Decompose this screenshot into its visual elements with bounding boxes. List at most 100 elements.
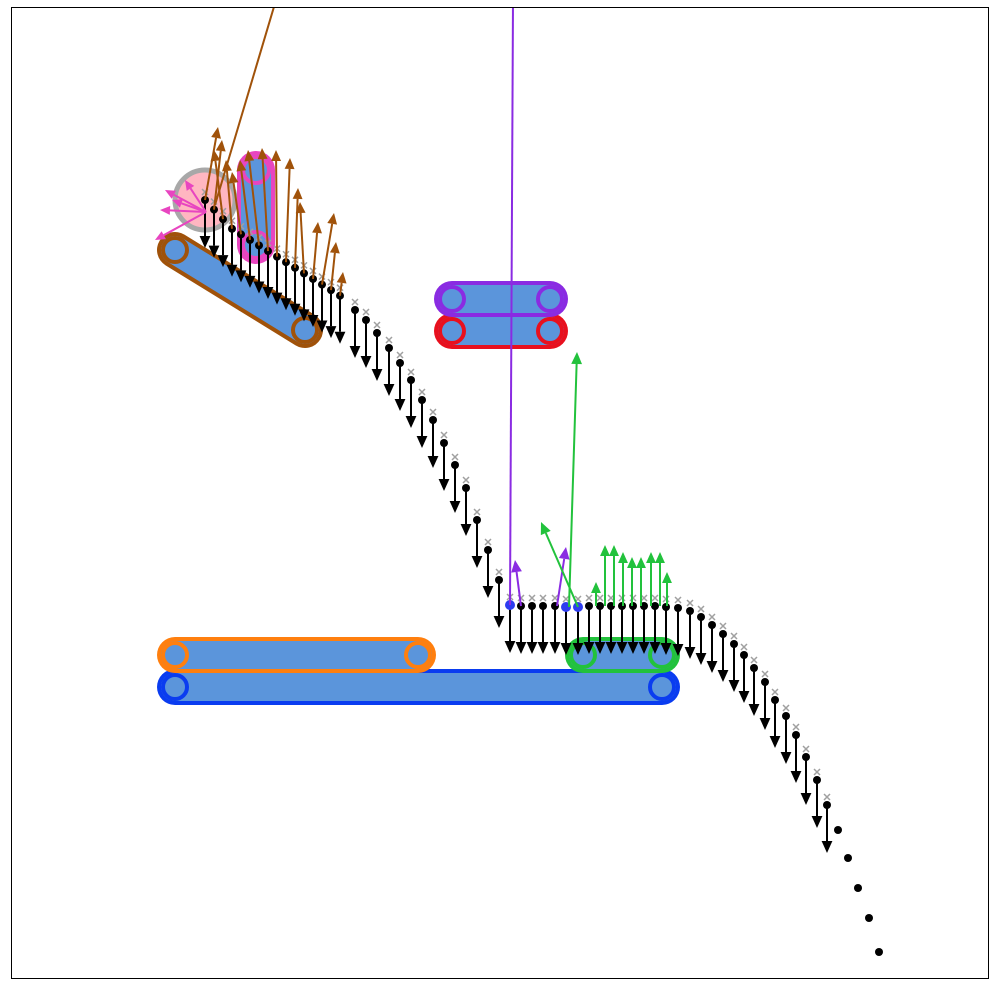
x-stroke (528, 594, 536, 602)
contact-force-arrow-brown-head (257, 148, 268, 160)
trajectory-x-marker (719, 622, 727, 630)
gravity-arrow-head (482, 586, 494, 598)
contact-force-arrow-brown-shaft (321, 223, 334, 285)
x-stroke (473, 508, 481, 516)
gravity-arrow-head (780, 752, 792, 764)
x-stroke (539, 594, 547, 602)
x-stroke (418, 388, 426, 396)
trajectory-point (686, 607, 694, 615)
gravity-arrow (449, 465, 461, 513)
x-stroke (771, 688, 779, 696)
contact-force-arrow-brown (329, 242, 340, 291)
x-stroke (407, 368, 415, 376)
gravity-arrow (748, 668, 760, 716)
contact-force-arrow-purple (556, 547, 570, 607)
trajectory-point (697, 613, 705, 621)
trajectory-x-marker (351, 298, 359, 306)
capsule-brown-body (161, 236, 319, 344)
gravity-arrow-head (583, 642, 595, 654)
contact-force-arrow-brown-shaft (330, 252, 336, 291)
gravity-arrow (208, 209, 220, 258)
trajectory-x-marker (674, 596, 682, 604)
gravity-arrow-head (717, 670, 729, 682)
x-stroke (708, 613, 716, 621)
gravity-arrow (638, 606, 650, 654)
trajectory-point (708, 621, 716, 629)
contact-force-arrow-brown-head (312, 222, 322, 234)
contact-force-arrow-green-shaft (568, 363, 578, 608)
trajectory-point (528, 602, 536, 610)
trajectory-point (585, 602, 593, 610)
trajectory-point (813, 776, 821, 784)
contact-force-arrow-green-head (646, 552, 656, 563)
contact-force-arrow-brown (284, 158, 295, 263)
contact-force-arrow-green-head (571, 352, 583, 365)
trajectory-point (802, 753, 810, 761)
contact-force-arrow-green (600, 545, 610, 606)
trajectory-point (875, 948, 883, 956)
capsule-pink (237, 151, 275, 264)
gravity-arrow (560, 607, 572, 655)
gravity-arrow-head (649, 642, 661, 654)
gravity-arrow (394, 363, 406, 411)
gravity-arrow (471, 520, 483, 568)
x-stroke (484, 538, 492, 546)
x-stroke (562, 595, 570, 603)
gravity-arrow (549, 606, 561, 654)
capsule-orange-end-a (161, 641, 189, 669)
trajectory-point (473, 516, 481, 524)
gravity-arrow-head (638, 642, 650, 654)
gravity-arrow (728, 644, 740, 692)
gravity-arrow (360, 320, 372, 368)
gravity-arrow-head (280, 298, 292, 311)
gravity-arrow (427, 420, 439, 468)
gravity-arrow (226, 228, 238, 277)
gravity-arrow-head (416, 436, 428, 448)
x-stroke (782, 704, 790, 712)
gravity-arrow-head (383, 384, 395, 396)
contact-force-arrow-brown-head (236, 160, 247, 172)
trajectory-x-marker (697, 605, 705, 613)
gravity-arrow-head (360, 356, 372, 368)
gravity-arrow (811, 780, 823, 828)
gravity-arrow-head (262, 287, 274, 300)
contact-force-arrow-brown-shaft (299, 212, 305, 274)
contact-force-arrow-brown (295, 202, 306, 274)
capsule-orange-end-b (404, 641, 432, 669)
contact-force-arrow-brown (257, 148, 269, 252)
trajectory-point (462, 484, 470, 492)
trajectory-point (429, 416, 437, 424)
contact-force-arrow-pink-shaft (181, 202, 207, 213)
contact-force-arrow-brown-head (215, 140, 226, 152)
contact-force-arrow-brown-shaft (240, 170, 251, 241)
contact-force-arrow-purple-head (511, 560, 522, 573)
contact-force-arrow-pink-head (172, 199, 183, 208)
contact-force-arrow-brown-head (271, 150, 282, 162)
gravity-arrow (349, 310, 361, 358)
contact-force-arrow-green-shaft (544, 532, 579, 608)
contact-force-arrow-purple (511, 560, 522, 607)
contact-force-arrow-green-head (609, 545, 619, 556)
trajectory-point (740, 651, 748, 659)
gravity-arrow-head (334, 331, 346, 344)
contact-force-arrow-green-head (618, 552, 628, 563)
gravity-arrow-head (438, 479, 450, 491)
contact-force-arrow-brown-head (210, 150, 221, 162)
x-stroke (551, 594, 559, 602)
contact-force-arrow-pink-head (155, 231, 166, 240)
gravity-arrow (307, 278, 319, 327)
contact-force-arrow-brown (236, 160, 251, 241)
contact-force-arrow-brown (271, 150, 282, 257)
trajectory-point (373, 329, 381, 337)
x-stroke (219, 207, 227, 215)
contact-force-arrow-green-head (627, 557, 637, 568)
trajectory-x-marker (385, 336, 393, 344)
trajectory-x-marker (539, 594, 547, 602)
trajectory-point (495, 576, 503, 584)
capsule-red-end-a (438, 317, 466, 345)
gravity-arrow (371, 333, 383, 381)
contact-force-arrow-green (655, 552, 665, 606)
gravity-arrow-head (616, 642, 628, 654)
contact-force-arrow-brown-head (228, 172, 239, 184)
